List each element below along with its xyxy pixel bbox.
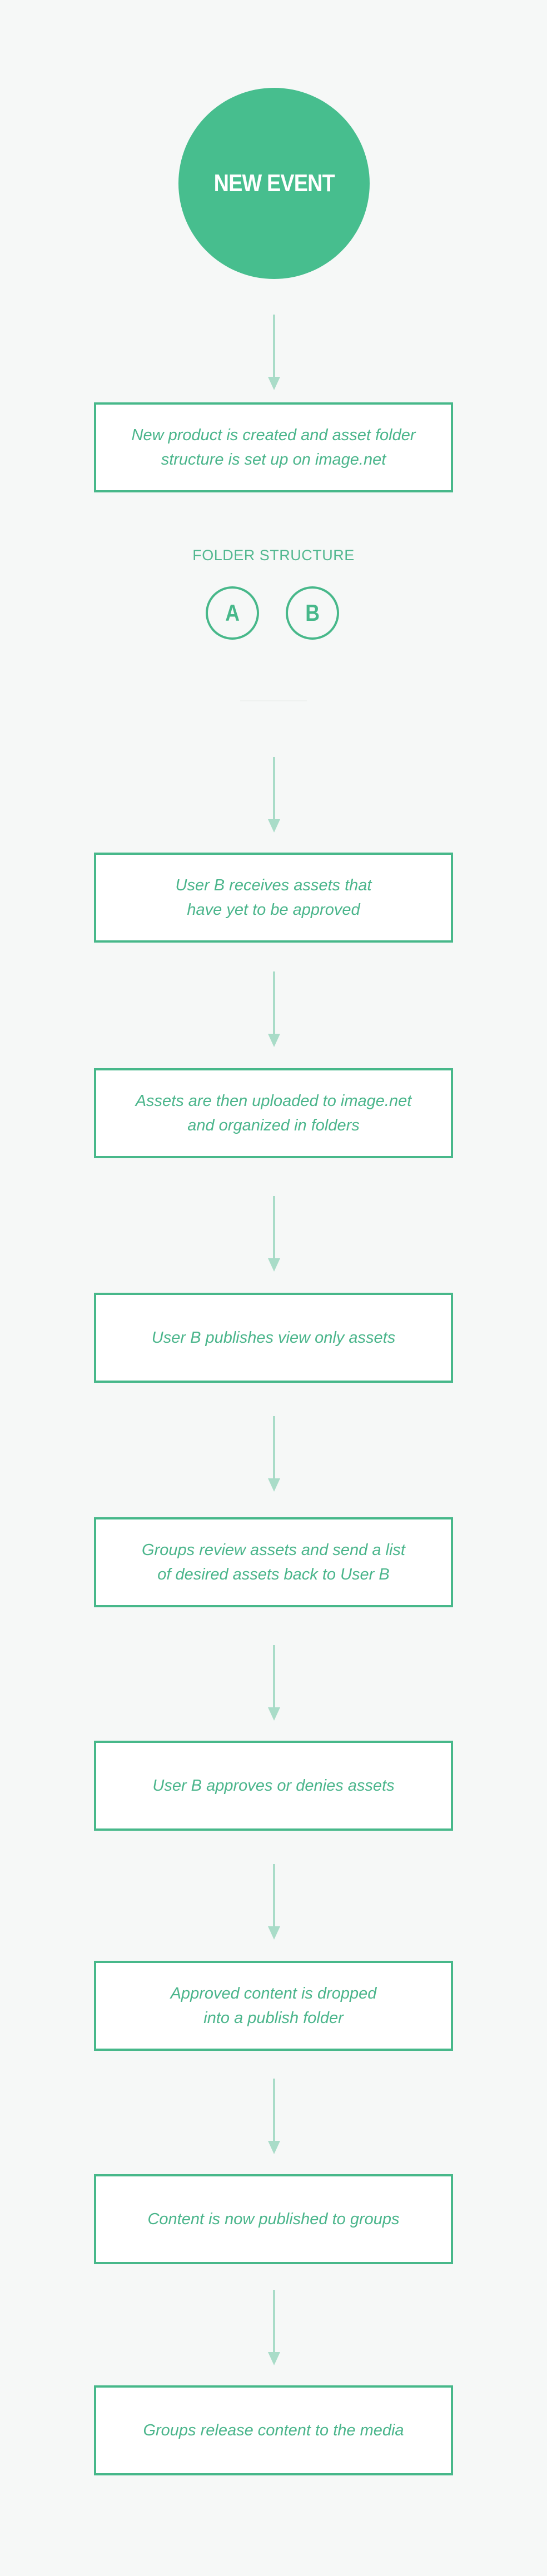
flow-arrow xyxy=(267,2290,281,2365)
flow-step-8-text: Content is now published to groups xyxy=(147,2210,400,2228)
folder-a-node: A xyxy=(206,586,259,640)
flow-step-8: Content is now published to groups xyxy=(94,2174,453,2264)
flow-step-4-text: User B publishes view only assets xyxy=(151,1329,396,1347)
section-divider xyxy=(240,700,307,701)
flow-arrow xyxy=(267,1196,281,1272)
flow-arrow xyxy=(267,757,281,833)
flow-step-6: User B approves or denies assets xyxy=(94,1741,453,1831)
flow-step-7: Approved content is dropped into a publi… xyxy=(94,1961,453,2051)
new-event-label: NEW EVENT xyxy=(213,170,335,197)
flow-step-5-text: Groups review assets and send a list of … xyxy=(142,1541,405,1583)
flow-step-6-text: User B approves or denies assets xyxy=(152,1777,395,1795)
flow-step-2: User B receives assets that have yet to … xyxy=(94,853,453,943)
flow-arrow xyxy=(267,315,281,390)
flow-step-4: User B publishes view only assets xyxy=(94,1293,453,1383)
flow-arrow xyxy=(267,1645,281,1721)
flow-step-9-text: Groups release content to the media xyxy=(143,2421,404,2439)
flow-step-3: Assets are then uploaded to image.net an… xyxy=(94,1068,453,1158)
folder-b-label: B xyxy=(305,600,320,626)
folder-a-label: A xyxy=(225,600,240,626)
new-event-node: NEW EVENT xyxy=(178,88,370,279)
flow-step-3-text: Assets are then uploaded to image.net an… xyxy=(135,1092,412,1134)
flow-step-9: Groups release content to the media xyxy=(94,2385,453,2475)
flow-step-1-text: New product is created and asset folder … xyxy=(131,426,416,469)
flow-arrow xyxy=(267,971,281,1047)
flow-step-7-text: Approved content is dropped into a publi… xyxy=(170,1985,377,2027)
flow-step-1: New product is created and asset folder … xyxy=(94,402,453,492)
flow-arrow xyxy=(267,2079,281,2154)
flow-arrow xyxy=(267,1864,281,1940)
flow-step-2-text: User B receives assets that have yet to … xyxy=(175,876,372,919)
folder-structure-heading: FOLDER STRUCTURE xyxy=(192,547,355,564)
flow-arrow xyxy=(267,1416,281,1492)
folder-b-node: B xyxy=(286,586,339,640)
flow-step-5: Groups review assets and send a list of … xyxy=(94,1517,453,1607)
